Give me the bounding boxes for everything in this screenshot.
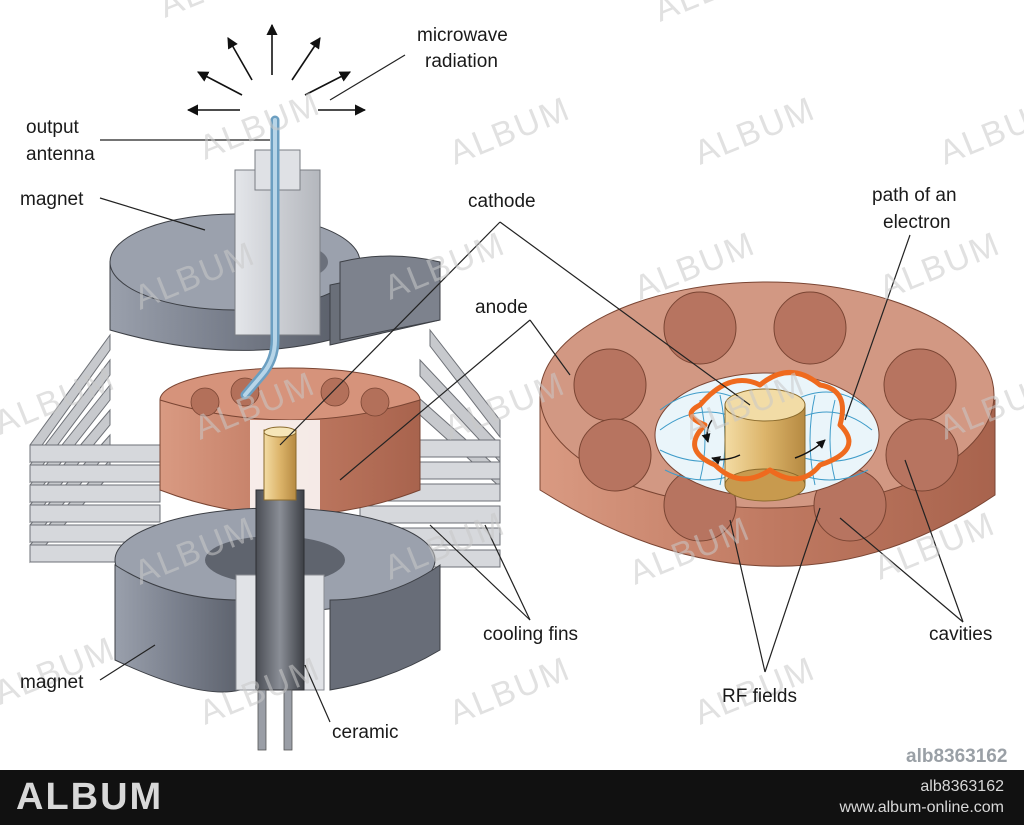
svg-text:ALBUM: ALBUM bbox=[444, 90, 576, 173]
image-code: alb8363162 bbox=[906, 746, 1007, 767]
svg-text:ALBUM: ALBUM bbox=[379, 225, 511, 308]
electron-path bbox=[688, 370, 852, 482]
footer-image-id: alb8363162 bbox=[920, 778, 1004, 795]
cooling-fins-left bbox=[29, 333, 161, 564]
footer-bar: ALBUM alb8363162 www.album-online.com bbox=[0, 770, 1024, 825]
svg-text:ALBUM: ALBUM bbox=[649, 0, 781, 29]
label-cooling-fins: cooling fins bbox=[483, 624, 578, 645]
svg-text:ALBUM: ALBUM bbox=[154, 0, 286, 25]
label-path-electron-line1: path of an bbox=[872, 185, 957, 206]
output-column bbox=[234, 115, 321, 400]
resonant-cavities bbox=[573, 291, 959, 542]
magnetron-illustration: ALBUM ALBUM ALBUM ALBUM ALBUM ALBUM ALBU… bbox=[0, 0, 1024, 767]
svg-text:ALBUM: ALBUM bbox=[934, 90, 1024, 173]
leader-lines bbox=[99, 54, 964, 723]
footer-url[interactable]: www.album-online.com bbox=[839, 799, 1004, 816]
label-microwave-line2: radiation bbox=[425, 51, 498, 72]
label-anode: anode bbox=[475, 297, 528, 318]
album-logo[interactable]: ALBUM bbox=[16, 776, 164, 818]
svg-text:ALBUM: ALBUM bbox=[689, 90, 821, 173]
label-magnet-top: magnet bbox=[20, 189, 84, 210]
label-ceramic: ceramic bbox=[332, 722, 399, 743]
label-cavities: cavities bbox=[929, 624, 992, 645]
cathode-assembly bbox=[235, 426, 325, 751]
label-output-antenna-line2: antenna bbox=[26, 144, 95, 165]
label-magnet-bottom: magnet bbox=[20, 672, 84, 693]
label-microwave-line1: microwave bbox=[417, 25, 508, 46]
svg-text:ALBUM: ALBUM bbox=[874, 225, 1006, 308]
svg-text:ALBUM: ALBUM bbox=[0, 630, 121, 713]
microwave-arrows bbox=[186, 23, 367, 116]
label-cathode: cathode bbox=[468, 191, 536, 212]
svg-text:ALBUM: ALBUM bbox=[444, 650, 576, 733]
label-path-electron-line2: electron bbox=[883, 212, 951, 233]
label-output-antenna-line1: output bbox=[26, 117, 80, 138]
label-rf-fields: RF fields bbox=[722, 686, 797, 707]
